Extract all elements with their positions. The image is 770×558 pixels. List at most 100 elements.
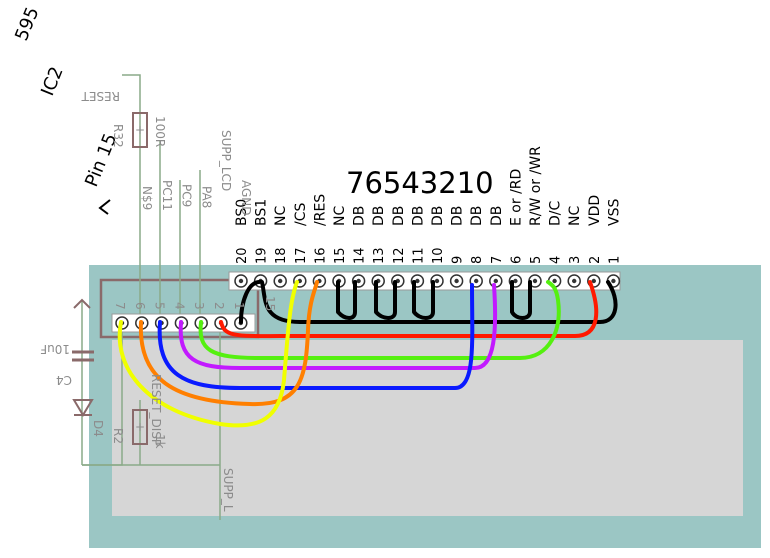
display-pin-label: /CS	[293, 203, 309, 226]
display-pin-number: 13	[372, 247, 387, 264]
connector-pin-number: 5	[153, 302, 167, 310]
r2-name: R2	[111, 428, 125, 444]
c4-name: C4	[56, 373, 72, 387]
display-pin-number: 6	[509, 256, 524, 264]
display-pin-label: DB	[352, 206, 368, 226]
display-pin-label: DB	[489, 206, 505, 226]
svg-text:+: +	[135, 420, 145, 434]
data-bit-order-title: 76543210	[346, 166, 494, 200]
display-pin-number: 19	[255, 247, 270, 264]
display-pin-label: VSS	[606, 199, 622, 226]
supp-l-label: SUPP_L	[221, 468, 235, 512]
display-pin-label: DB	[430, 206, 446, 226]
display-pin-number: 2	[588, 256, 603, 264]
display-pin-hole	[493, 278, 498, 284]
connector-pin-number: 3	[192, 302, 206, 310]
wire-black-db-10	[412, 280, 435, 320]
wire-magenta	[178, 283, 498, 370]
display-pin-number: 1	[607, 256, 622, 264]
display-pin-label: D/C	[548, 201, 564, 226]
wire-yellow	[117, 280, 299, 428]
r32-resistor: +	[132, 112, 148, 148]
display-pin-number: 4	[549, 256, 564, 264]
display-pin-hole	[611, 278, 616, 284]
display-pin-label: NC	[567, 206, 583, 226]
display-pin-number: 15	[333, 247, 348, 264]
display-pin-number: 20	[235, 247, 250, 264]
display-header	[228, 271, 621, 291]
wires	[117, 279, 618, 428]
connector-pin-number: 2	[212, 302, 226, 310]
ic2-note: IC2	[37, 64, 67, 99]
svg-text:+: +	[135, 123, 145, 137]
display-pin-hole	[278, 278, 283, 284]
connector-pin-number: 6	[133, 302, 147, 310]
display-pin-hole	[356, 278, 361, 284]
wire-black-e-rw	[510, 280, 532, 320]
display-pin-hole	[591, 278, 596, 284]
wire-black-db-14	[336, 280, 357, 320]
r2-value: 1k	[153, 434, 167, 449]
display-pin-label: DB	[391, 206, 407, 226]
connector-signal-label: PA8	[199, 186, 213, 208]
display-pin-label: DB	[469, 206, 485, 226]
r2-resistor: +	[132, 409, 148, 445]
display-pin-hole	[454, 278, 459, 284]
c4-value: 10uF	[40, 342, 70, 356]
connector-pin-number: 1	[232, 302, 246, 310]
connector-header	[111, 313, 256, 333]
wire-blue	[157, 283, 475, 390]
d4-diode	[72, 399, 94, 417]
c4-capacitor	[72, 350, 94, 362]
display-pin-number: 16	[313, 247, 328, 264]
pin15-arrow	[98, 199, 111, 215]
display-pin-hole	[415, 278, 420, 284]
display-pin-number: 17	[294, 247, 309, 264]
display-pin-label: NC	[273, 206, 289, 226]
display-pin-hole	[474, 278, 479, 284]
reset-label: RESET	[81, 89, 120, 103]
display-pin-label: DB	[371, 206, 387, 226]
connector-signal-label: N$9	[140, 186, 154, 210]
pin-15-tag: 15	[263, 296, 277, 311]
display-pin-number: 10	[431, 247, 446, 264]
r32-value: 100R	[153, 116, 167, 147]
d4-label: D4	[91, 420, 105, 437]
display-pin-number: 11	[411, 247, 426, 264]
display-pin-hole	[238, 278, 244, 284]
wire-green	[198, 280, 561, 360]
schematic-arrow	[73, 298, 91, 309]
r32-name: R32	[111, 124, 125, 148]
display-pin-number: 5	[529, 256, 544, 264]
display-pin-number: 7	[490, 256, 505, 264]
display-pin-label: VDD	[587, 195, 603, 226]
display-pin-label: R/W or /WR	[528, 146, 544, 226]
wire-black-db-12	[374, 280, 397, 320]
connector-signal-label: PC11	[160, 180, 174, 211]
display-pin-number: 3	[568, 256, 583, 264]
display-pin-number: 8	[470, 256, 485, 264]
display-pin-number: 12	[392, 247, 407, 264]
display-pin-label: E or /RD	[508, 169, 524, 226]
display-pin-label: BS0	[234, 199, 250, 226]
connector-pin-number: 7	[113, 302, 127, 310]
display-pin-label: BS1	[254, 199, 270, 226]
display-pin-label: /RES	[312, 194, 328, 226]
reset-disp-label: RESET_DISP	[149, 374, 163, 446]
display-pin-hole	[513, 278, 518, 284]
display-pin-label: NC	[332, 206, 348, 226]
ic-595-note: 595	[11, 4, 43, 44]
display-pin-hole	[532, 278, 538, 284]
display-pin-label: DB	[450, 206, 466, 226]
connector-signal-label: SUPP_LCD	[219, 130, 233, 191]
connector-pin-number: 4	[172, 302, 186, 310]
display-pin-number: 9	[451, 256, 466, 264]
display-pin-hole	[552, 278, 557, 284]
display-pin-number: 14	[353, 247, 368, 264]
display-pin-hole	[572, 278, 577, 284]
